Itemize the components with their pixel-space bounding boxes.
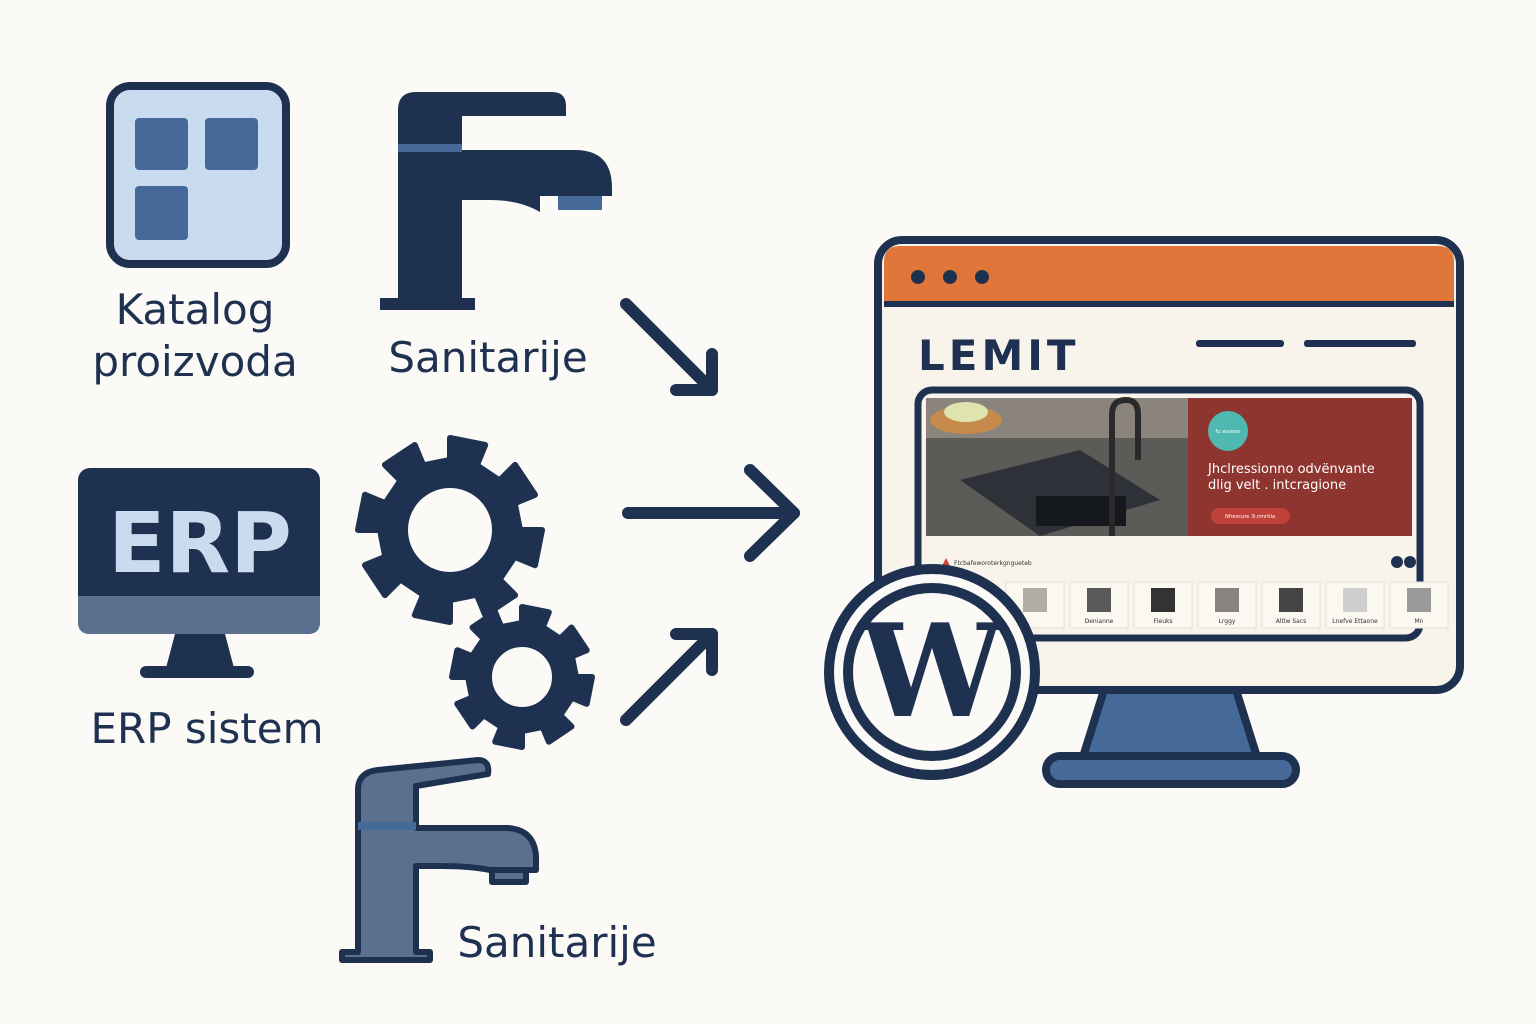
- erp-sistem-label: ERP sistem: [90, 704, 323, 753]
- faucet-top-icon: [380, 92, 612, 310]
- window-dot-icon: [943, 270, 957, 284]
- sanitarije-bottom-label: Sanitarije: [457, 918, 656, 967]
- product-image: [1343, 588, 1367, 612]
- product-name: Lnefve Ettaone: [1332, 618, 1378, 625]
- product-image: [1087, 588, 1111, 612]
- nav-line[interactable]: [1196, 340, 1284, 347]
- wordpress-logo-icon: W: [824, 564, 1040, 780]
- hero-headline-line2: dlig velt . intcragione: [1208, 478, 1346, 493]
- product-name: Lrggy: [1219, 618, 1236, 625]
- catalog-label-line2: proizvoda: [92, 337, 297, 386]
- product-image: [1407, 588, 1431, 612]
- website-monitor: fu avoeon Jhclressionno odvënvante dlig …: [874, 236, 1464, 788]
- product-name: Fleuks: [1153, 618, 1172, 625]
- erp-screen-text: ERP: [108, 494, 292, 592]
- carousel-prev-icon[interactable]: [1391, 556, 1403, 568]
- carousel-next-icon[interactable]: [1404, 556, 1416, 568]
- faucet-bottom-icon: [339, 757, 539, 963]
- gear-icon: [449, 604, 595, 750]
- hero-badge: [1208, 411, 1248, 451]
- section-title: Ftcbafeworoterkgngueteb: [954, 560, 1032, 567]
- product-name: Mn: [1415, 618, 1424, 625]
- product-image: [1279, 588, 1303, 612]
- arrow-up-right-icon: [620, 628, 718, 726]
- product-image: [1215, 588, 1239, 612]
- window-dot-icon: [911, 270, 925, 284]
- hero-headline-line1: Jhclressionno odvënvante: [1207, 462, 1375, 477]
- erp-monitor-icon: [78, 468, 320, 678]
- sanitarije-top-label: Sanitarije: [388, 333, 587, 382]
- product-image: [1023, 588, 1047, 612]
- arrow-right-icon: [622, 464, 800, 562]
- hero-badge-text: fu avoeon: [1216, 429, 1241, 435]
- hero-image: [926, 396, 1188, 536]
- nav-line[interactable]: [1304, 340, 1416, 347]
- catalog-label-line1: Katalog: [116, 285, 275, 334]
- gear-icon: [355, 435, 545, 625]
- arrow-down-right-icon: [620, 298, 718, 396]
- product-name: Altlw Sacs: [1276, 618, 1307, 625]
- svg-text:W: W: [858, 597, 1006, 747]
- window-dot-icon: [975, 270, 989, 284]
- warning-icon: [942, 558, 950, 566]
- product-name: Denianne: [1085, 618, 1114, 625]
- gears-icon: [355, 435, 595, 750]
- catalog-grid-icon: [106, 82, 290, 268]
- product-image: [1151, 588, 1175, 612]
- hero-cta-label: Nfrevcure 3i.nmrtila: [1225, 514, 1275, 520]
- site-brand-logo: LEMIT: [918, 331, 1080, 380]
- hero-cta-button[interactable]: [1211, 508, 1290, 524]
- product-row: Denianne Fleuks Lrggy Altlw Sacs Lnefve Etta…: [1005, 581, 1449, 629]
